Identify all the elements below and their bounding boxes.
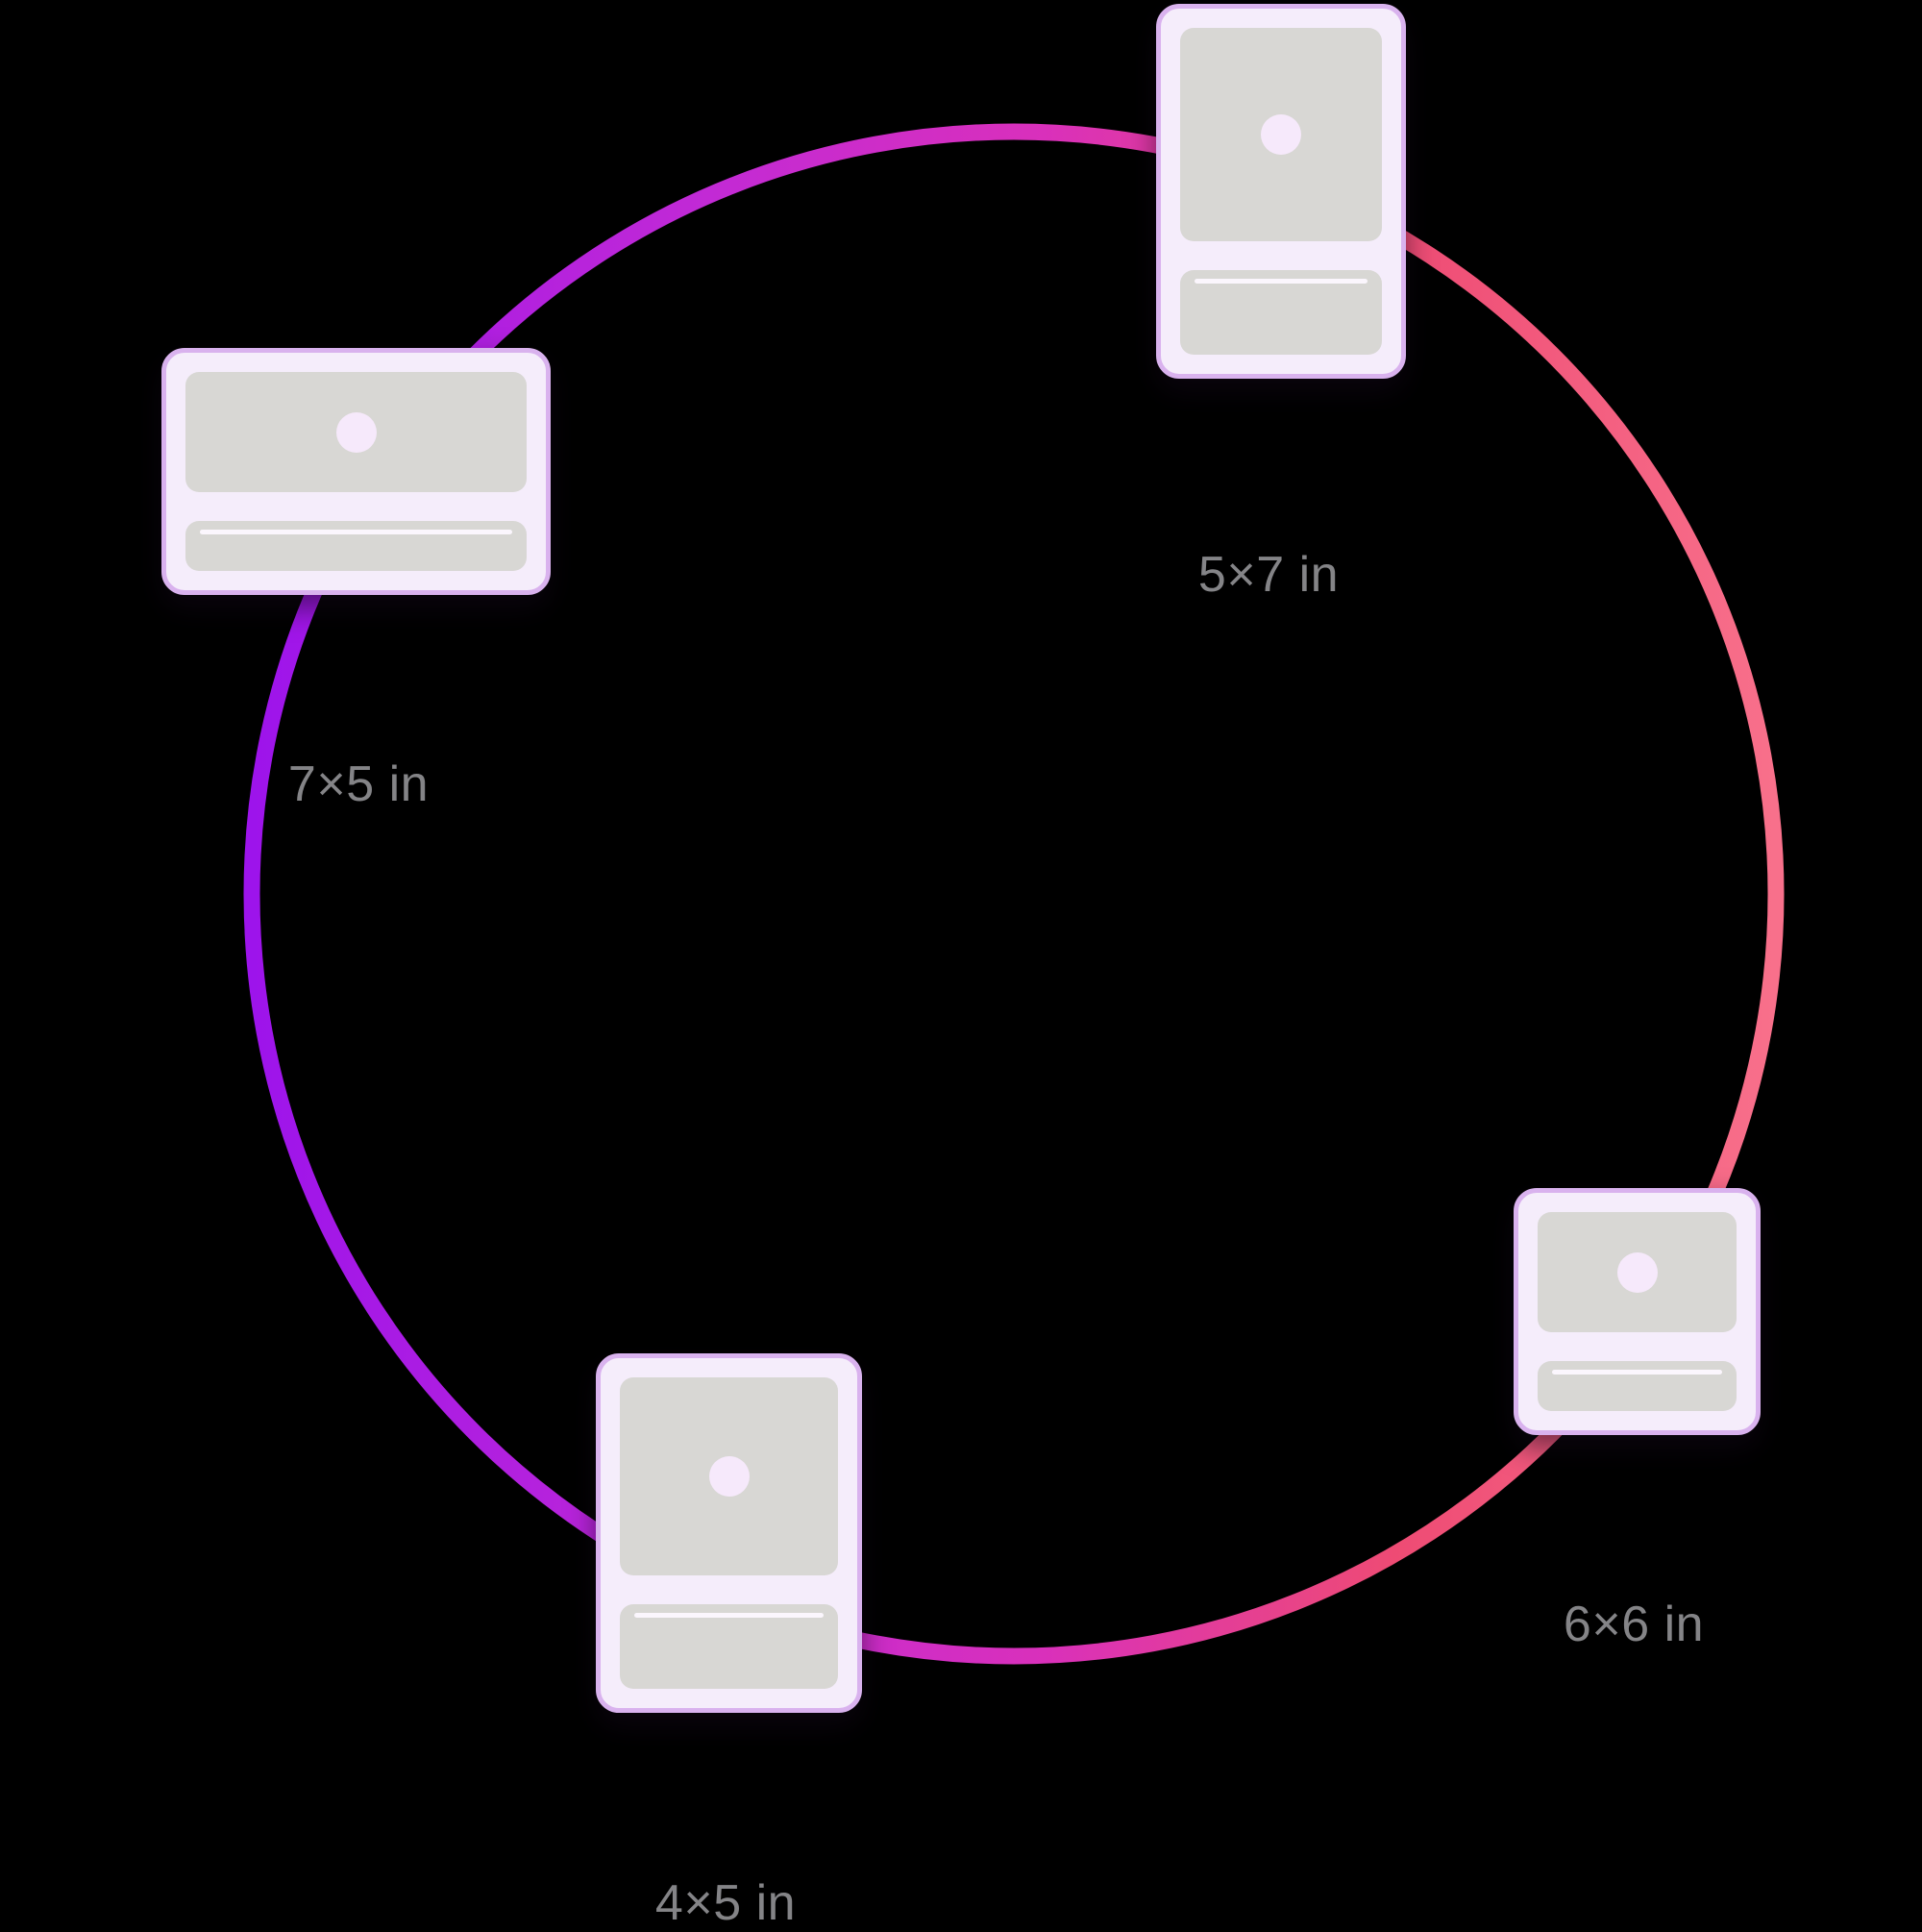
- caption-line: [1195, 279, 1368, 284]
- print-card-5x7: [1156, 4, 1406, 379]
- caption-bar: [1538, 1361, 1737, 1411]
- photo-placeholder: [620, 1377, 838, 1575]
- print-card-4x5: [596, 1353, 862, 1713]
- caption-line: [1552, 1370, 1722, 1375]
- photo-dot-icon: [335, 411, 377, 453]
- caption-line: [634, 1613, 824, 1618]
- photo-dot-icon: [1261, 114, 1301, 155]
- size-label-4x5: 4×5 in: [654, 1875, 797, 1931]
- print-card-7x5: [161, 348, 551, 595]
- size-label-6x6: 6×6 in: [1563, 1597, 1705, 1652]
- photo-placeholder: [1538, 1212, 1737, 1332]
- caption-bar: [1180, 270, 1382, 355]
- photo-placeholder: [185, 372, 527, 492]
- photo-dot-icon: [708, 1456, 750, 1497]
- size-label-5x7: 5×7 in: [1197, 547, 1340, 603]
- caption-bar: [620, 1604, 838, 1689]
- photo-dot-icon: [1616, 1251, 1658, 1293]
- ring-circle: [243, 123, 1785, 1665]
- size-label-7x5: 7×5 in: [287, 756, 430, 812]
- photo-placeholder: [1180, 28, 1382, 241]
- print-card-6x6: [1514, 1188, 1761, 1435]
- caption-line: [200, 530, 512, 534]
- caption-bar: [185, 521, 527, 571]
